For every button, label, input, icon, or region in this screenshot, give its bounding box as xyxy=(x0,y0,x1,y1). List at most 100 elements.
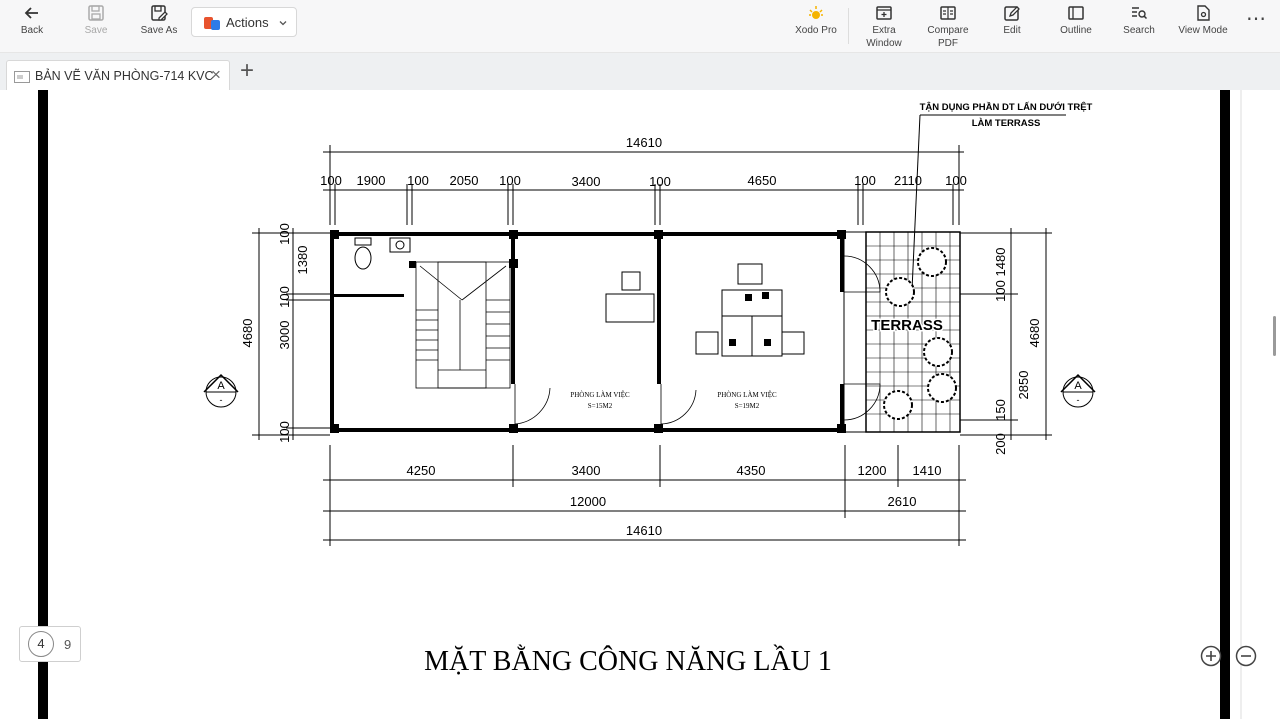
dims-top-row: 100 1900 100 2050 100 3400 100 4650 100 … xyxy=(320,173,967,189)
page-frame-left xyxy=(38,90,48,719)
building-walls xyxy=(330,230,961,433)
search-button[interactable]: Search xyxy=(1120,4,1158,37)
dims-bottom-row1: 4250 3400 4350 1200 1410 xyxy=(407,463,942,478)
view-mode-icon xyxy=(1197,5,1210,21)
actions-label: Actions xyxy=(226,15,269,30)
door-swings xyxy=(514,255,881,425)
dim-top-0: 100 xyxy=(320,173,342,188)
zoom-out-icon[interactable] xyxy=(1235,645,1257,667)
dim-right-4: 200 xyxy=(993,433,1008,455)
dim-top-5: 3400 xyxy=(572,174,601,189)
compare-label-2: PDF xyxy=(938,38,958,49)
xodo-pro-label: Xodo Pro xyxy=(795,25,837,36)
dim-right-total: 4680 xyxy=(1027,319,1042,348)
dim-bottom1-1: 3400 xyxy=(572,463,601,478)
section-marker-left-label: A xyxy=(217,380,225,392)
dim-top-4: 100 xyxy=(499,173,521,188)
save-as-button[interactable]: Save As xyxy=(136,4,182,37)
dim-bottom-total: 14610 xyxy=(626,523,662,538)
new-tab-icon[interactable]: + xyxy=(240,57,255,84)
edit-label: Edit xyxy=(1003,25,1021,36)
actions-dropdown[interactable]: Actions xyxy=(191,7,297,37)
crown-icon xyxy=(809,6,823,19)
more-options-icon[interactable]: ⋯ xyxy=(1246,8,1267,30)
save-as-icon xyxy=(151,5,168,21)
save-button[interactable]: Save xyxy=(78,4,114,37)
xodo-pro-button[interactable]: Xodo Pro xyxy=(791,4,841,37)
dim-right-1: 1480 xyxy=(993,248,1008,277)
dim-left-1: 1380 xyxy=(295,246,310,275)
dim-left-2: 100 xyxy=(277,286,292,308)
room2-name: PHÒNG LÀM VIỆC xyxy=(717,391,777,399)
edit-pencil-icon xyxy=(1004,6,1020,21)
staircase xyxy=(415,261,511,389)
back-label: Back xyxy=(20,25,44,36)
current-page[interactable]: 4 xyxy=(28,631,54,657)
dims-left: 100 1380 100 3000 100 xyxy=(277,223,310,443)
dim-left-4: 100 xyxy=(277,421,292,443)
view-mode-button[interactable]: View Mode xyxy=(1175,4,1231,37)
dim-left-3: 3000 xyxy=(277,321,292,350)
document-tab-title: BẢN VẼ VĂN PHÒNG-714 KVC xyxy=(35,69,214,83)
save-as-label: Save As xyxy=(140,25,178,36)
search-icon xyxy=(1132,7,1148,20)
room2-area: S=19M2 xyxy=(735,402,760,410)
save-icon xyxy=(88,5,104,21)
dim-top-9: 2110 xyxy=(894,173,922,188)
floor-plan-drawing: A - A - TẬN DỤNG PHẦN DT LẤN DƯỚI TRỆT L… xyxy=(38,90,1242,719)
save-label: Save xyxy=(84,25,108,36)
document-tab-bar: BẢN VẼ VĂN PHÒNG-714 KVC × + xyxy=(0,53,1280,91)
dims-bottom-row2: 12000 2610 xyxy=(570,494,917,509)
drawing-title: MẶT BẰNG CÔNG NĂNG LẦU 1 xyxy=(424,645,832,677)
section-marker-right: A - xyxy=(1060,373,1096,408)
extra-window-button[interactable]: Extra Window xyxy=(859,4,909,50)
toolbar-divider xyxy=(848,8,849,44)
office-furniture xyxy=(605,263,805,357)
extra-window-label-2: Window xyxy=(866,38,902,49)
back-button[interactable]: Back xyxy=(14,4,50,37)
dim-left-total: 4680 xyxy=(240,319,255,348)
dim-right-2: 2850 xyxy=(1016,371,1031,400)
dim-top-2: 100 xyxy=(407,173,429,188)
chevron-down-icon xyxy=(279,21,287,26)
terrace-label: TERRASS xyxy=(871,317,943,334)
terrace-note-line1: TẬN DỤNG PHẦN DT LẤN DƯỚI TRỆT xyxy=(920,101,1093,113)
edit-button[interactable]: Edit xyxy=(994,4,1030,37)
outline-label: Outline xyxy=(1060,25,1092,36)
terrace-note-line2: LÀM TERRASS xyxy=(972,118,1041,129)
page-frame-right xyxy=(1220,90,1230,719)
restroom-fixtures xyxy=(354,237,411,270)
document-thumbnail-icon xyxy=(14,71,30,83)
section-marker-left-sub: - xyxy=(220,395,223,405)
dim-right-3: 150 xyxy=(993,399,1008,421)
section-marker-right-label: A xyxy=(1074,380,1082,392)
section-marker-left: A - xyxy=(203,373,239,408)
room1-area: S=15M2 xyxy=(588,402,613,410)
compare-label-1: Compare xyxy=(927,25,969,36)
page-counter[interactable]: 4 9 xyxy=(19,626,81,662)
outline-panel-icon xyxy=(1068,6,1084,20)
dim-top-6: 100 xyxy=(649,174,671,189)
dim-right-0: 100 xyxy=(993,280,1008,302)
dim-bottom1-2: 4350 xyxy=(737,463,766,478)
outline-button[interactable]: Outline xyxy=(1055,4,1097,37)
section-marker-right-sub: - xyxy=(1077,395,1080,405)
compare-pdf-button[interactable]: Compare PDF xyxy=(922,4,974,50)
zoom-in-icon[interactable] xyxy=(1200,645,1222,667)
dims-right: 100 1480 2850 150 200 xyxy=(993,248,1031,455)
close-tab-icon[interactable]: × xyxy=(211,65,221,84)
dim-bottom1-4: 1410 xyxy=(913,463,942,478)
top-toolbar: Back Save Save As Actions Xodo Pro Extra… xyxy=(0,0,1280,53)
actions-app-icon xyxy=(204,17,220,30)
dim-left-0: 100 xyxy=(277,223,292,245)
vertical-scrollbar[interactable] xyxy=(1273,316,1276,356)
dim-top-total: 14610 xyxy=(626,135,662,150)
document-tab[interactable]: BẢN VẼ VĂN PHÒNG-714 KVC × xyxy=(6,60,230,90)
dim-bottom2-1: 2610 xyxy=(888,494,917,509)
document-viewer[interactable]: A - A - TẬN DỤNG PHẦN DT LẤN DƯỚI TRỆT L… xyxy=(0,90,1280,719)
view-mode-label: View Mode xyxy=(1178,25,1228,36)
arrow-left-icon xyxy=(24,7,38,19)
dimension-lines xyxy=(252,114,1066,546)
new-window-icon xyxy=(876,6,892,20)
room1-name: PHÒNG LÀM VIỆC xyxy=(570,391,630,399)
